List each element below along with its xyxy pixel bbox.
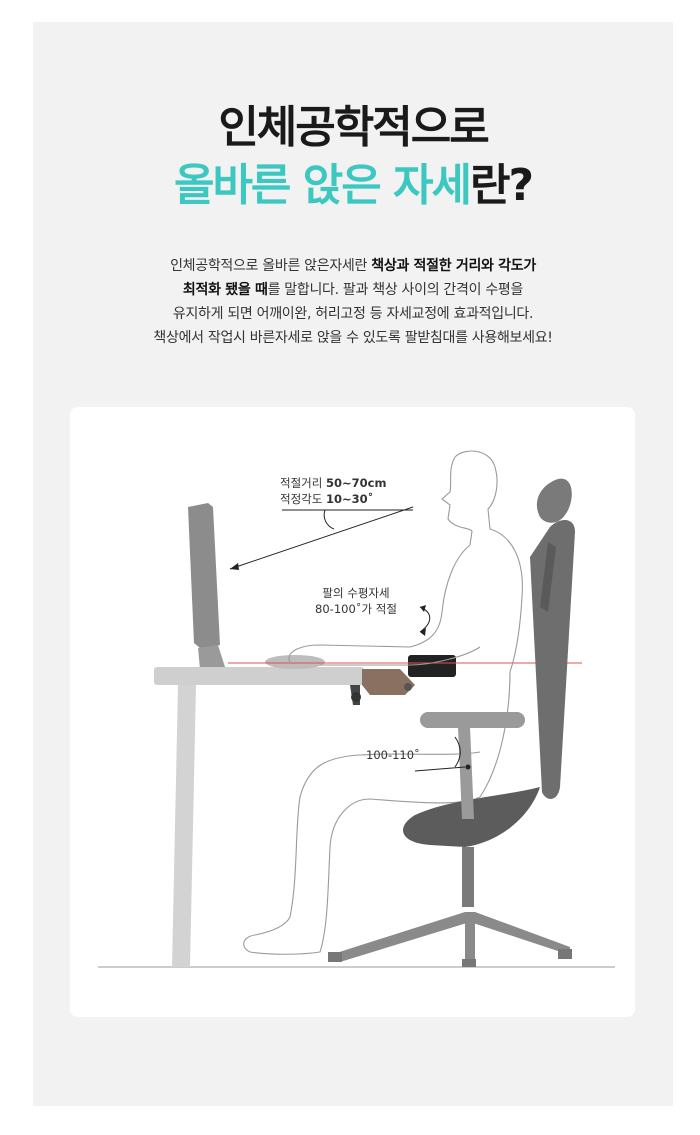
posture-diagram-card: 적절거리 50~70cm 적정각도 10~30˚ 팔의 수평자세 80-100˚… [70,407,635,1017]
description-emphasis: 최적화 됐을 때 [182,282,268,298]
bracket-joint [404,683,412,691]
description-text: 를 말합니다. 팔과 책상 사이의 간격이 수평을 [267,282,524,298]
sight-arrow-icon [230,563,239,570]
chair-gas-lift [462,847,474,907]
chair-armrest [420,712,525,728]
monitor-stand [198,645,225,669]
person-outline [243,450,523,955]
arrow-head-icon [420,605,426,612]
chair-base-leg [465,917,475,963]
chair-headrest [536,478,572,523]
description-line-1: 인체공학적으로 올바른 앉은자세란 책상과 적절한 거리와 각도가 [33,254,673,278]
armrest-pad [408,655,456,677]
description-line-2: 최적화 됐을 때를 말합니다. 팔과 책상 사이의 간격이 수평을 [33,278,673,302]
chair-caster [328,952,342,962]
distance-label: 적절거리 50~70cm [280,476,386,490]
desk-leg [172,685,196,967]
chair-caster [558,949,572,959]
angle-label: 적정각도 10~30˚ [280,491,373,506]
description-line-4: 책상에서 작업시 바른자세로 앉을 수 있도록 팔받침대를 사용해보세요! [153,330,553,346]
chair-backrest [530,520,575,799]
heading-line-1: 인체공학적으로 [218,102,489,153]
arm-posture-value: 80-100˚가 적절 [315,601,397,616]
arrow-head-icon [420,628,426,636]
arm-angle-arrow-icon [419,606,431,633]
heading-accent-word-1: 올바른 [173,160,291,211]
heading-line-2: 올바른 앉은 자세란? [33,160,673,212]
keyboard-icon [265,655,325,669]
heading-suffix: 란? [470,160,534,211]
hip-joint-dot [465,764,471,770]
description-text: 인체공학적으로 올바른 앉은자세란 [170,258,372,274]
desk-top [154,667,364,685]
clamp-knob [351,692,361,702]
description-line-3: 유지하게 되면 어깨이완, 허리고정 등 자세교정에 효과적입니다. [172,306,534,322]
posture-illustration: 적절거리 50~70cm 적정각도 10~30˚ 팔의 수평자세 80-100˚… [98,450,615,968]
headrest-stem [540,542,556,612]
chair-caster [462,959,476,967]
chair-base [330,912,570,962]
armrest-post [458,727,474,819]
description: 인체공학적으로 올바른 앉은자세란 책상과 적절한 거리와 각도가 최적화 됐을… [33,254,673,350]
angle-arc [323,509,335,530]
armrest-bracket [362,669,415,695]
description-emphasis: 책상과 적절한 거리와 각도가 [371,258,536,274]
heading-accent-word-2: 앉은 [302,160,382,211]
thigh-reference-line [414,766,466,772]
content-panel: 인체공학적으로 올바른 앉은 자세란? 인체공학적으로 올바른 앉은자세란 책상… [33,22,673,1106]
monitor-icon [188,503,220,648]
sight-line [229,506,414,570]
hip-angle-label: 100-110˚ [366,747,420,762]
hip-angle-arc [454,736,461,768]
arm-posture-label: 팔의 수평자세 [322,586,389,600]
heading-accent-word-3: 자세 [393,160,472,211]
